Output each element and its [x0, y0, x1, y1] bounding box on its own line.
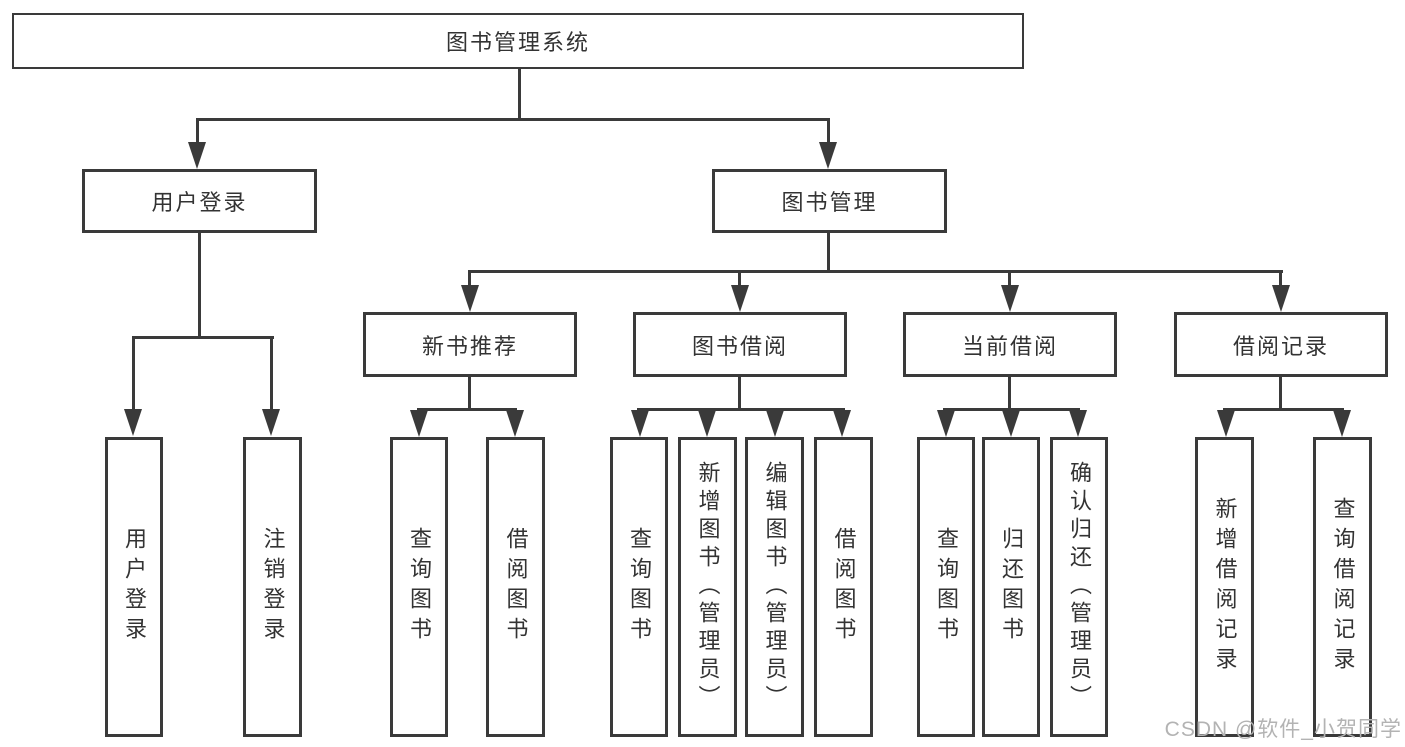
edge-segment [132, 339, 135, 409]
leaf-current-confirm-return-admin: 确认归还（管理员） [1050, 437, 1108, 737]
arrowhead-icon [506, 410, 524, 437]
edge-segment [1223, 408, 1344, 411]
node-user-login: 用户登录 [82, 169, 317, 233]
edge-segment [270, 339, 273, 409]
edge-segment [468, 270, 1283, 273]
leaf-records-add-record: 新增借阅记录 [1195, 437, 1254, 737]
edge-segment [637, 408, 845, 411]
arrowhead-icon [937, 410, 955, 437]
csdn-watermark: CSDN @软件_小贺同学 [1164, 718, 1402, 741]
edge-segment [468, 273, 471, 287]
edge-segment [827, 233, 830, 270]
edge-segment [1279, 377, 1282, 408]
leaf-borrow-query-books: 查询图书 [610, 437, 668, 737]
arrowhead-icon [1272, 285, 1290, 312]
leaf-logout: 注销登录 [243, 437, 302, 737]
edge-segment [198, 233, 201, 336]
arrowhead-icon [461, 285, 479, 312]
arrowhead-icon [124, 409, 142, 436]
edge-segment [417, 408, 517, 411]
node-book-management: 图书管理 [712, 169, 947, 233]
edge-segment [827, 121, 830, 144]
leaf-current-query-books: 查询图书 [917, 437, 975, 737]
leaf-current-return-books: 归还图书 [982, 437, 1040, 737]
arrowhead-icon [833, 410, 851, 437]
edge-segment [1008, 273, 1011, 287]
edge-segment [1279, 273, 1282, 287]
arrowhead-icon [1333, 410, 1351, 437]
arrowhead-icon [698, 410, 716, 437]
leaf-borrow-borrow-books: 借阅图书 [814, 437, 873, 737]
edge-segment [132, 336, 274, 339]
node-new-book-recommend: 新书推荐 [363, 312, 577, 377]
edge-segment [1008, 377, 1011, 408]
leaf-borrow-add-books-admin: 新增图书（管理员） [678, 437, 737, 737]
edge-segment [468, 377, 471, 408]
arrowhead-icon [1001, 285, 1019, 312]
node-root: 图书管理系统 [12, 13, 1024, 69]
arrowhead-icon [262, 409, 280, 436]
leaf-user-login: 用户登录 [105, 437, 163, 737]
arrowhead-icon [731, 285, 749, 312]
leaf-records-query-record: 查询借阅记录 [1313, 437, 1372, 737]
arrowhead-icon [1217, 410, 1235, 437]
leaf-borrow-edit-books-admin: 编辑图书（管理员） [745, 437, 804, 737]
edge-segment [518, 69, 521, 118]
edge-segment [738, 377, 741, 408]
node-current-borrow: 当前借阅 [903, 312, 1117, 377]
arrowhead-icon [819, 142, 837, 169]
edge-segment [738, 273, 741, 287]
arrowhead-icon [1002, 410, 1020, 437]
arrowhead-icon [188, 142, 206, 169]
node-borrow-records: 借阅记录 [1174, 312, 1388, 377]
arrowhead-icon [766, 410, 784, 437]
arrowhead-icon [410, 410, 428, 437]
node-book-borrow: 图书借阅 [633, 312, 847, 377]
edge-segment [943, 408, 1080, 411]
arrowhead-icon [1069, 410, 1087, 437]
edge-segment [196, 118, 830, 121]
arrowhead-icon [631, 410, 649, 437]
edge-segment [196, 121, 199, 144]
leaf-newbook-query-books: 查询图书 [390, 437, 448, 737]
leaf-newbook-borrow-books: 借阅图书 [486, 437, 545, 737]
